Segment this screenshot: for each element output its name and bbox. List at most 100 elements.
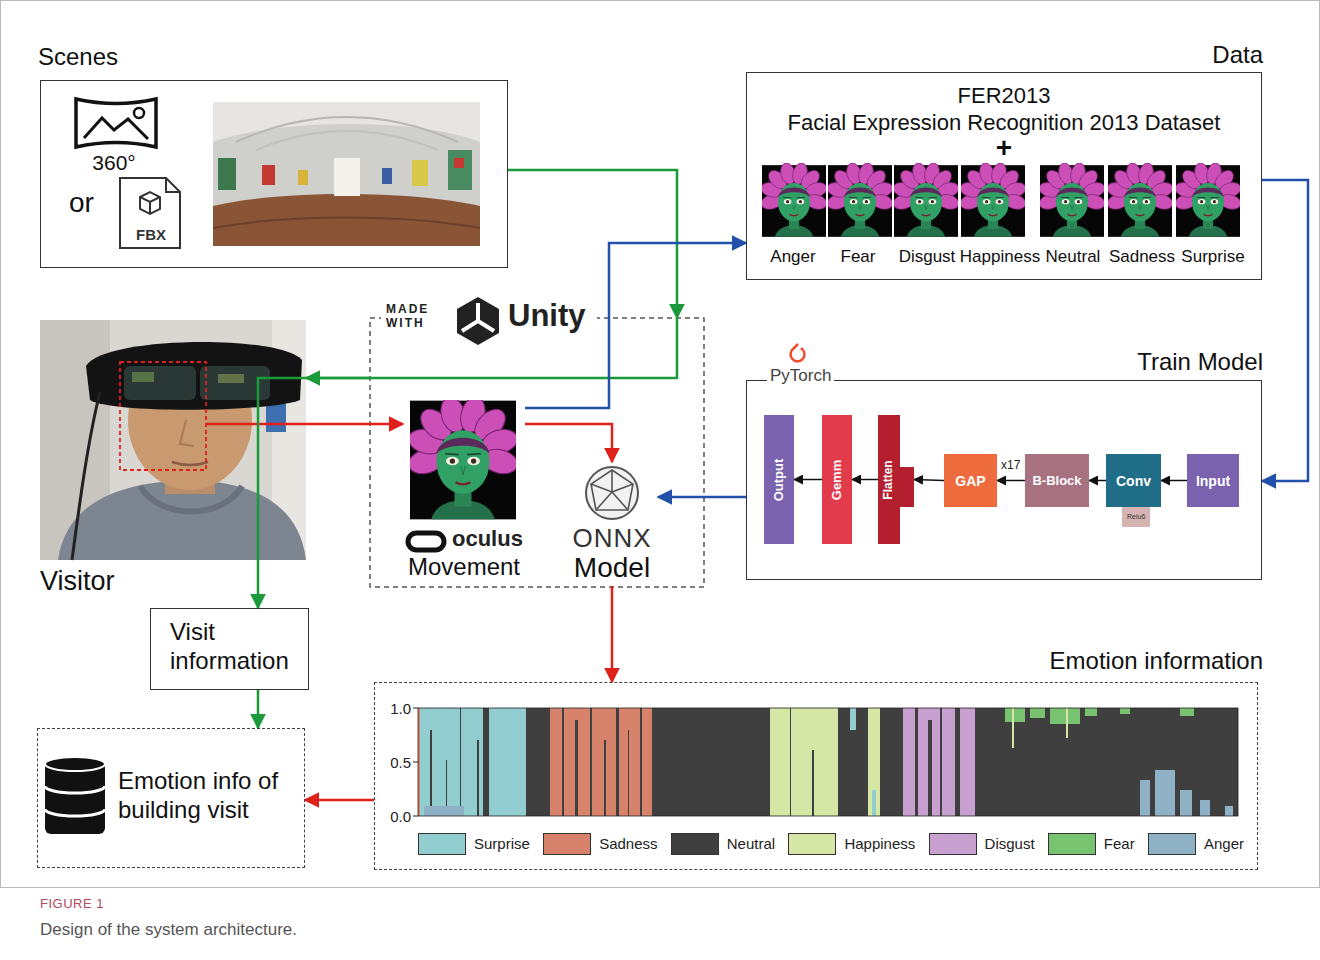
onnx-icon [591, 470, 633, 510]
figure-number: FIGURE 1 [40, 897, 104, 912]
visitor-photo [218, 374, 244, 383]
figure-caption: Design of the system architecture. [40, 920, 297, 940]
node-label: Model [574, 552, 650, 584]
emotion-chart [1066, 708, 1068, 738]
panel-heading: Train Model [1137, 348, 1263, 376]
emotion-chart [790, 708, 791, 816]
visitor-photo [266, 404, 286, 432]
fbx-file-icon [140, 197, 160, 202]
database-icon [45, 757, 105, 771]
panorama-icon [84, 118, 148, 139]
layer-block: Conv [1106, 454, 1161, 507]
gallery-panorama [256, 131, 438, 150]
onnx-icon [591, 484, 612, 492]
layer-label: B-Block [1032, 473, 1081, 488]
box-label: Emotion info of building visit [118, 767, 298, 825]
emotion-label: Fear [841, 247, 876, 267]
emotion-chart [1155, 770, 1175, 816]
legend-label: Happiness [844, 835, 915, 852]
flow-arrow [258, 378, 370, 608]
layer-block: GAP [944, 454, 997, 507]
flow-arrow [852, 479, 878, 481]
unity-group: MADE WITHUnityoculusMovementONNXModel [370, 318, 704, 587]
emotion-chart [640, 708, 642, 816]
dataset-avatars [825, 161, 894, 237]
legend-label: Neutral [727, 835, 775, 852]
emotion-chart [604, 740, 606, 816]
gallery-panorama [262, 165, 275, 185]
emotion-chart [1005, 708, 1025, 722]
emotion-chart [526, 708, 550, 816]
emotion-chart [418, 708, 1238, 816]
legend-swatch [418, 833, 466, 855]
legend-label: Disgust [985, 835, 1035, 852]
gallery-panorama [213, 102, 480, 142]
figure-frame [1, 1, 1320, 888]
dataset-avatars [759, 161, 1242, 237]
layer-block: Input [1187, 454, 1239, 507]
unity-logo [457, 297, 499, 345]
unity-frame [370, 297, 704, 587]
legend-swatch [1048, 833, 1096, 855]
dataset-name: Facial Expression Recognition 2013 Datas… [788, 110, 1221, 135]
flow-arrow [257, 690, 260, 728]
emotion-chart [1225, 806, 1233, 816]
emotion-chart [628, 730, 629, 816]
unity-logo [478, 321, 494, 331]
flow-arrow [1161, 480, 1187, 482]
dataset-avatars [958, 161, 1027, 237]
dataset-avatars [759, 161, 828, 237]
logo-text: Unity [508, 298, 586, 334]
unity-frame [370, 318, 704, 587]
fbx-file-icon [166, 178, 180, 192]
database-icon [45, 809, 105, 816]
pytorch-logo [791, 344, 805, 361]
flow-arrow [1262, 180, 1308, 481]
legend-swatch [1148, 833, 1196, 855]
emotion-chart [1180, 708, 1194, 716]
emotion-chart [812, 750, 814, 816]
visitor-photo [40, 320, 306, 560]
logo-text: oculus [452, 526, 523, 551]
emotion-chart [477, 740, 479, 816]
visitor-photo [86, 342, 302, 410]
legend-swatch [543, 833, 591, 855]
flow-arrow [306, 423, 403, 426]
legend-label: Surprise [474, 835, 530, 852]
movement-avatar [408, 533, 444, 550]
panorama-icon [134, 108, 144, 118]
logo-text: ONNX [572, 524, 651, 554]
flow-arrow [658, 496, 746, 499]
flow-arrow [794, 479, 822, 481]
fbx-file-icon [140, 192, 160, 214]
database-icon [45, 786, 105, 793]
emotion-chart [1120, 708, 1130, 714]
emotion-chart [850, 708, 876, 816]
emotion-chart [1085, 708, 1097, 716]
emotion-chart [575, 720, 578, 816]
emotion-chart [770, 708, 838, 816]
visitor-photo [120, 362, 206, 470]
logo-text: MADE WITH [386, 303, 429, 331]
emotion-chart [940, 708, 942, 816]
emotion-chart [430, 730, 432, 816]
emotion-chart [1140, 780, 1150, 816]
emotion-label: Sadness [1109, 247, 1175, 267]
flow-arrow [611, 586, 614, 682]
layer-block: Flatten [878, 415, 914, 544]
emotion-chart [413, 708, 1238, 816]
data-panel: DataFER2013Facial Expression Recognition… [746, 72, 1262, 280]
emotion-chart [1012, 708, 1014, 748]
emotion-chart [1200, 800, 1210, 816]
emotion-chart [868, 708, 880, 816]
node-label: Movement [408, 553, 520, 581]
unity-logo [457, 297, 499, 345]
layer-block: B-Block [1025, 454, 1089, 507]
icon-label: 360° [92, 151, 135, 175]
visitor-photo [40, 320, 306, 560]
train-panel: PyTorchTrain ModelInputConvRelu6B-BlockG… [746, 380, 1262, 580]
layer-label: GAP [955, 472, 985, 488]
onnx-icon [612, 470, 633, 492]
layer-block: Output [764, 415, 794, 544]
layer-label: Gemm [830, 460, 845, 500]
